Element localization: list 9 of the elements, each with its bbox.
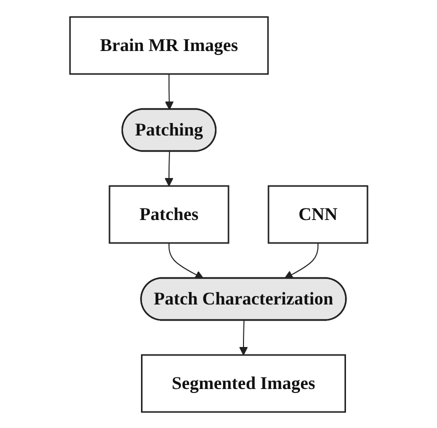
node-box: Brain MR Images xyxy=(69,16,268,74)
arrow xyxy=(164,73,174,110)
arrow xyxy=(168,242,204,278)
arrow xyxy=(284,242,318,278)
arrow xyxy=(164,150,174,186)
node-box: Patches xyxy=(108,184,229,244)
arrow xyxy=(238,320,248,355)
node-box: Segmented Images xyxy=(140,354,346,412)
node-box: CNN xyxy=(267,184,368,244)
